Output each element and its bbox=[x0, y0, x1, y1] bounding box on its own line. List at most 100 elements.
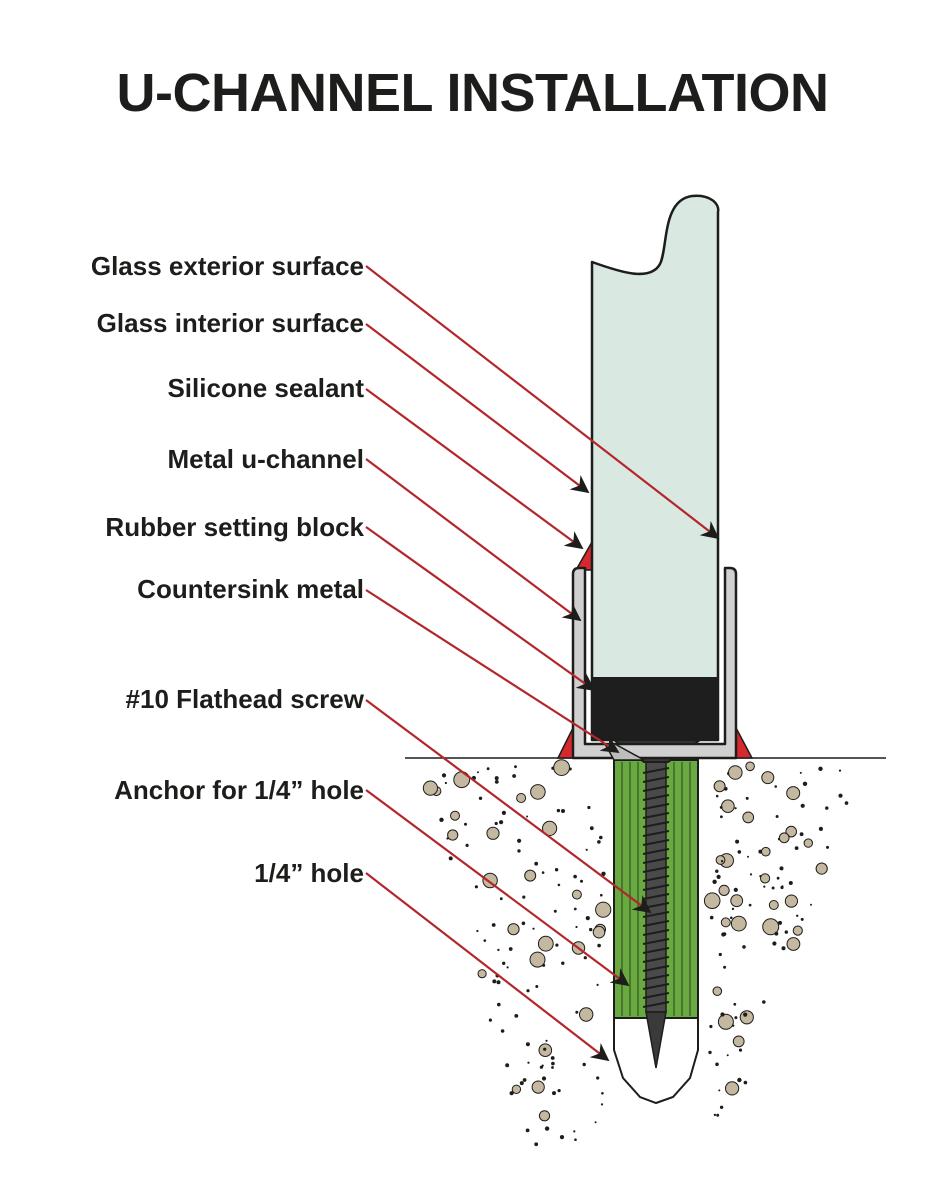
aggregate-particle bbox=[826, 845, 829, 849]
screw-thread bbox=[642, 875, 670, 882]
aggregate-particle bbox=[721, 799, 735, 814]
callout-anchor: Anchor for 1/4” hole bbox=[114, 775, 364, 805]
aggregate-particle bbox=[715, 1062, 719, 1067]
aggregate-particle bbox=[500, 1029, 505, 1033]
aggregate-particle bbox=[517, 849, 521, 853]
aggregate-particle bbox=[529, 951, 546, 968]
metal-u-channel bbox=[571, 566, 738, 760]
aggregate-particle bbox=[703, 892, 721, 910]
aggregate-particle bbox=[596, 983, 599, 987]
aggregate-particle bbox=[761, 771, 775, 785]
aggregate-particle bbox=[499, 897, 503, 901]
aggregate-particle bbox=[762, 918, 780, 936]
rubber-setting-block bbox=[591, 677, 719, 741]
aggregate-particle bbox=[537, 935, 554, 952]
aggregate-particle bbox=[552, 1091, 556, 1096]
aggregate-particle bbox=[465, 843, 469, 848]
aggregate-particle bbox=[796, 914, 799, 917]
aggregate-particle bbox=[514, 1014, 519, 1018]
aggregate-particle bbox=[601, 871, 606, 876]
aggregate-particle bbox=[579, 1007, 594, 1022]
screw-thread bbox=[642, 767, 670, 774]
aggregate-particle bbox=[747, 855, 749, 858]
aggregate-particle bbox=[492, 979, 497, 984]
aggregate-particle bbox=[728, 765, 743, 780]
aggregate-particle bbox=[719, 1105, 724, 1110]
aggregate-particle bbox=[525, 1128, 530, 1133]
aggregate-particle bbox=[531, 1080, 545, 1094]
aggregate-particle bbox=[818, 766, 823, 771]
aggregate-particle bbox=[800, 917, 804, 921]
aggregate-particle bbox=[732, 1035, 745, 1048]
aggregate-particle bbox=[550, 1056, 555, 1060]
aggregate-particle bbox=[506, 966, 509, 969]
aggregate-particle bbox=[759, 875, 762, 878]
aggregate-particle bbox=[738, 1048, 743, 1052]
aggregate-particle bbox=[713, 780, 726, 793]
aggregate-particle bbox=[501, 810, 506, 816]
leader-line-glass-interior-surface bbox=[365, 323, 590, 494]
aggregate-particle bbox=[541, 1076, 547, 1081]
leader-line-countersink-metal bbox=[365, 589, 620, 753]
aggregate-particle bbox=[585, 916, 590, 921]
aggregate-particle bbox=[596, 1076, 600, 1080]
aggregate-particle bbox=[742, 945, 746, 949]
aggregate-particle bbox=[497, 948, 500, 952]
aggregate-particle bbox=[760, 873, 771, 884]
aggregate-particle bbox=[553, 909, 557, 913]
aggregate-particle bbox=[731, 907, 735, 911]
aggregate-particle bbox=[516, 793, 527, 803]
aggregate-particle bbox=[557, 883, 561, 887]
aggregate-particle bbox=[784, 930, 788, 934]
aggregate-particle bbox=[592, 925, 606, 939]
aggregate-particle bbox=[721, 932, 726, 937]
callout-glass-exterior-surface: Glass exterior surface bbox=[91, 251, 364, 281]
aggregate-particle bbox=[486, 826, 500, 840]
aggregate-particle bbox=[774, 931, 779, 936]
aggregate-particle bbox=[719, 806, 723, 809]
aggregate-particle bbox=[730, 915, 747, 932]
aggregate-particle bbox=[734, 1016, 738, 1020]
aggregate-particle bbox=[478, 796, 483, 800]
aggregate-particle bbox=[561, 809, 565, 813]
aggregate-particle bbox=[709, 1024, 713, 1029]
aggregate-particle bbox=[522, 1078, 527, 1082]
aggregate-particle bbox=[509, 1091, 514, 1096]
screw-thread bbox=[642, 866, 670, 873]
screw-thread bbox=[642, 911, 670, 918]
aggregate-particle bbox=[715, 794, 719, 798]
screw-thread bbox=[642, 992, 670, 999]
aggregate-particle bbox=[720, 917, 731, 928]
aggregate-particle bbox=[774, 785, 777, 788]
aggregate-particle bbox=[818, 826, 824, 832]
leader-line-anchor bbox=[365, 789, 630, 987]
leader-line-rubber-setting-block bbox=[365, 526, 596, 692]
aggregate-particle bbox=[720, 860, 724, 863]
aggregate-particle bbox=[742, 811, 755, 824]
aggregate-particle bbox=[483, 939, 487, 942]
aggregate-particle bbox=[551, 1061, 555, 1066]
aggregate-particle bbox=[573, 907, 577, 911]
aggregate-particle bbox=[716, 1113, 720, 1117]
leader-line-metal-u-channel bbox=[365, 458, 582, 622]
aggregate-particle bbox=[815, 862, 828, 875]
aggregate-particle bbox=[737, 1077, 742, 1083]
aggregate-particle bbox=[499, 820, 504, 825]
aggregate-particle bbox=[810, 903, 812, 906]
aggregate-particle bbox=[525, 1042, 530, 1047]
aggregate-particle bbox=[589, 927, 593, 932]
aggregate-particle bbox=[803, 838, 813, 848]
aggregate-particle bbox=[838, 793, 843, 798]
aggregate-particle bbox=[781, 946, 786, 951]
aggregate-particle bbox=[799, 771, 802, 774]
aggregate-particle bbox=[838, 769, 842, 772]
aggregate-particle bbox=[526, 815, 529, 818]
aggregate-particle bbox=[476, 929, 479, 933]
aggregate-particle bbox=[530, 784, 546, 800]
leader-lines bbox=[365, 265, 720, 1062]
aggregate-particle bbox=[517, 838, 522, 843]
aggregate-particle bbox=[781, 885, 784, 888]
screw-thread bbox=[642, 803, 670, 810]
aggregate-particle bbox=[464, 822, 467, 826]
aggregate-particle bbox=[561, 961, 565, 965]
